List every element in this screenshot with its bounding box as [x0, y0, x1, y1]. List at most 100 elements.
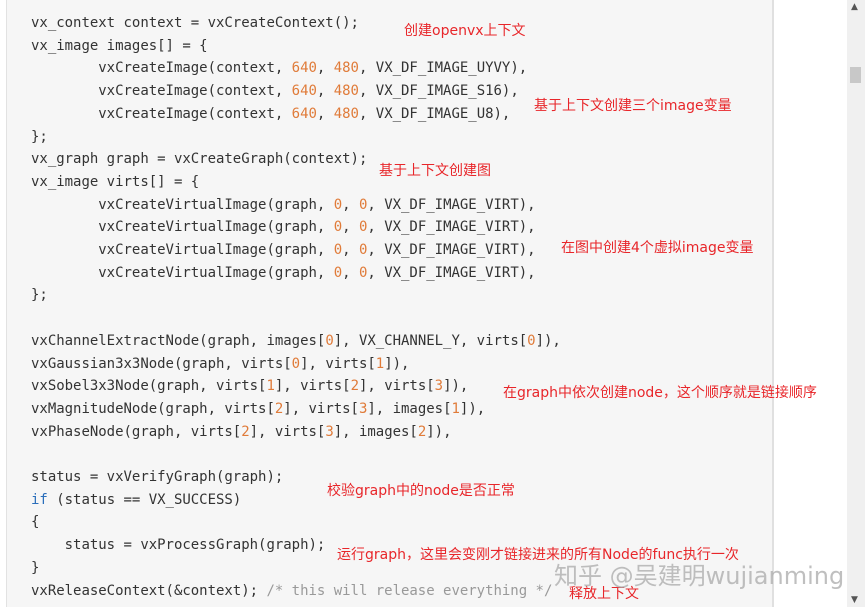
code-number: 0 [527, 332, 536, 349]
code-line: vxCreateImage(context, 640, 480, VX_DF_I… [31, 57, 561, 80]
code-block: vx_context context = vxCreateContext(); v… [6, 0, 774, 607]
code-line: status = vxVerifyGraph(graph); [31, 466, 561, 489]
code-number: 640 [291, 83, 317, 100]
code-line: vx_image images[] = { [31, 35, 561, 58]
code-token: ]), [384, 355, 410, 372]
code-token: ], virts[ [358, 378, 435, 395]
code-line [31, 443, 561, 466]
code-line: } [31, 557, 561, 580]
annotation-verify: 校验graph中的node是否正常 [327, 483, 515, 499]
code-line: vxCreateImage(context, 640, 480, VX_DF_I… [31, 103, 561, 126]
code-token: , [342, 264, 359, 281]
annotation-create-virtual: 在图中创建4个虚拟image变量 [561, 240, 754, 256]
code-number: 0 [358, 242, 368, 259]
code-line: vxPhaseNode(graph, virts[2], virts[3], i… [31, 421, 561, 444]
code-number: 1 [375, 355, 385, 372]
code-number: 3 [434, 378, 444, 395]
code-token: ], virts[ [274, 378, 351, 395]
annotation-create-nodes: 在graph中依次创建node，这个顺序就是链接顺序 [503, 385, 817, 401]
code-number: 2 [350, 378, 359, 395]
code-number: 0 [333, 242, 343, 259]
code-number: 0 [333, 219, 343, 236]
code-number: 0 [291, 355, 301, 372]
code-token: vxGaussian3x3Node(graph, virts[ [31, 355, 292, 372]
code-number: 640 [291, 60, 317, 77]
code-token: vxCreateVirtualImage(graph, [31, 196, 334, 213]
code-token: ], virts[ [249, 423, 326, 440]
code-token: , VX_DF_IMAGE_VIRT), [367, 264, 536, 281]
code-token: vxCreateVirtualImage(graph, [31, 242, 334, 259]
annotation-create-images: 基于上下文创建三个image变量 [534, 98, 732, 114]
code-token: , VX_DF_IMAGE_VIRT), [367, 196, 536, 213]
annotation-create-graph: 基于上下文创建图 [379, 163, 491, 179]
code-token: status = vxVerifyGraph(graph); [31, 469, 284, 486]
code-line: { [31, 511, 561, 534]
code-line: vxMagnitudeNode(graph, virts[2], virts[3… [31, 398, 561, 421]
code-token: }; [31, 287, 48, 304]
code-token: ]), [443, 378, 469, 395]
code-line: vx_graph graph = vxCreateGraph(context); [31, 148, 561, 171]
code-line: vxSobel3x3Node(graph, virts[1], virts[2]… [31, 375, 561, 398]
code-token: vxChannelExtractNode(graph, images[ [31, 332, 326, 349]
code-number: 3 [325, 423, 334, 440]
code-number: 0 [333, 264, 343, 281]
code-token: vxCreateImage(context, [31, 83, 292, 100]
code-token: } [31, 559, 40, 576]
code-line: vxCreateVirtualImage(graph, 0, 0, VX_DF_… [31, 194, 561, 217]
code-number: 2 [241, 423, 250, 440]
code-token: , VX_DF_IMAGE_VIRT), [367, 242, 536, 259]
code-token: ]), [459, 400, 486, 417]
code-line: vxCreateVirtualImage(graph, 0, 0, VX_DF_… [31, 216, 561, 239]
code-token: vx_image images[] = { [31, 37, 208, 54]
code-line: vx_context context = vxCreateContext(); [31, 12, 561, 35]
scroll-down-icon[interactable]: ▼ [851, 595, 858, 605]
code-token: , VX_DF_IMAGE_S16), [358, 83, 519, 100]
code-token: ], images[ [333, 423, 418, 440]
code-line: vxCreateVirtualImage(graph, 0, 0, VX_DF_… [31, 239, 561, 262]
code-token: vxCreateVirtualImage(graph, [31, 219, 334, 236]
code-number: 640 [291, 105, 317, 122]
code-token: }; [31, 128, 48, 145]
code-number: 2 [417, 423, 427, 440]
code-keyword: if [31, 491, 48, 508]
code-number: 480 [333, 60, 359, 77]
code-token: ], virts[ [300, 355, 376, 372]
code-token: , VX_DF_IMAGE_VIRT), [367, 219, 536, 236]
watermark: 知乎 @吴建明wujianming [554, 562, 845, 590]
code-number: 0 [325, 332, 334, 349]
code-number: 0 [358, 264, 368, 281]
code-token: , [342, 196, 359, 213]
code-token: vxCreateVirtualImage(graph, [31, 264, 334, 281]
scroll-up-icon[interactable]: ▲ [851, 2, 858, 12]
code-token: ], virts[ [283, 400, 359, 417]
code-number: 480 [333, 83, 359, 100]
code-line: }; [31, 284, 561, 307]
code-line: vxChannelExtractNode(graph, images[0], V… [31, 330, 561, 353]
scrollbar-thumb[interactable] [850, 67, 861, 83]
code-token: vxReleaseContext(&context); [31, 582, 267, 599]
annotation-process: 运行graph，这里会变刚才链接进来的所有Node的func执行一次 [337, 547, 739, 563]
code-token: vxPhaseNode(graph, virts[ [31, 423, 242, 440]
code-token: status = vxProcessGraph(graph); [31, 537, 326, 554]
code-token: , [316, 83, 334, 100]
code-number: 0 [358, 196, 368, 213]
code-number: 1 [451, 400, 460, 417]
code-token: vxMagnitudeNode(graph, virts[ [31, 400, 275, 417]
code-line: vxCreateImage(context, 640, 480, VX_DF_I… [31, 80, 561, 103]
code-number: 2 [274, 400, 284, 417]
code-token: ], VX_CHANNEL_Y, virts[ [333, 332, 528, 349]
code-token: vx_context context = vxCreateContext(); [31, 15, 359, 31]
code-line: }; [31, 126, 561, 149]
code-token: , VX_DF_IMAGE_UYVY), [358, 60, 528, 77]
code-number: 0 [333, 196, 343, 213]
scrollbar[interactable]: ▲ ▼ [847, 0, 865, 607]
annotation-create-context: 创建openvx上下文 [404, 23, 526, 39]
code-line: vxCreateVirtualImage(graph, 0, 0, VX_DF_… [31, 262, 561, 285]
code-token: (status == VX_SUCCESS) [47, 491, 242, 508]
code-token: , [316, 105, 334, 122]
code-token: , [316, 60, 334, 77]
code-line: vxGaussian3x3Node(graph, virts[0], virts… [31, 353, 561, 376]
code-token: vx_graph graph = vxCreateGraph(context); [31, 151, 368, 168]
code-line: status = vxProcessGraph(graph); [31, 534, 561, 557]
code-token: , [342, 242, 359, 259]
